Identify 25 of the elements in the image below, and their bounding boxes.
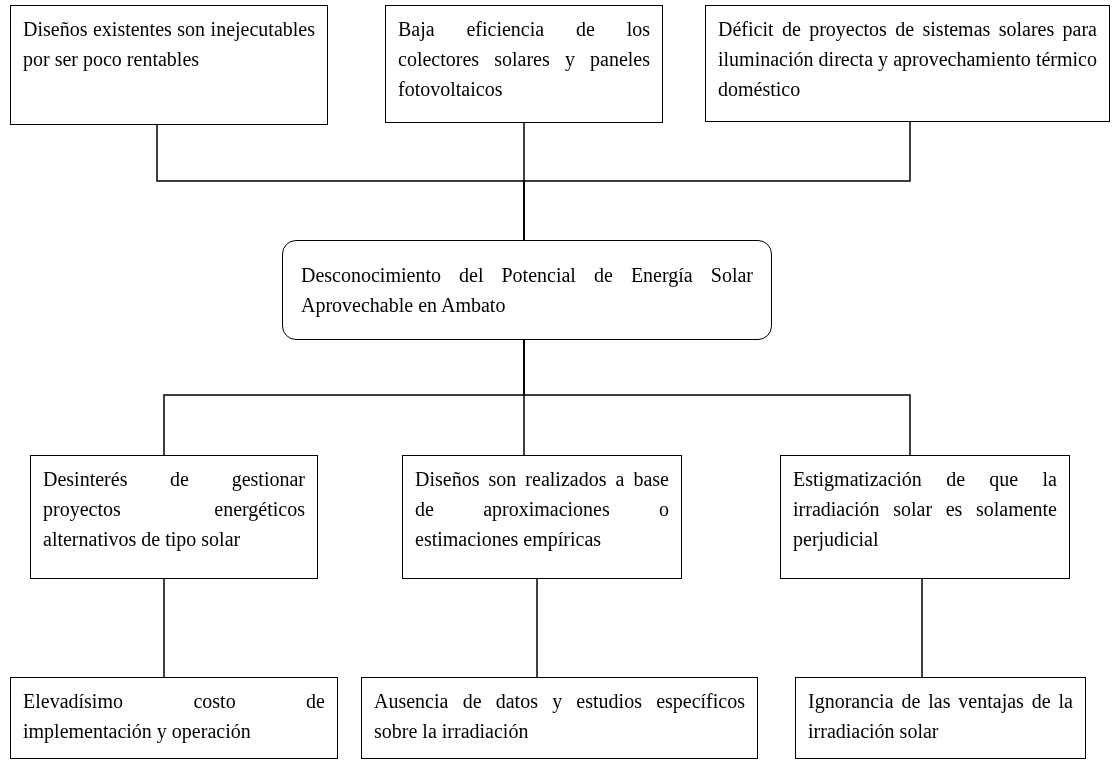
connector-line: [536, 578, 538, 678]
box-text: Estigmatización de que la irradiación solar es solamente perjudicial: [793, 467, 1057, 553]
problem-box: [402, 455, 682, 579]
box-text: Déficit de proyectos de sistemas solares para iluminación directa y aprovechamiento térmico doméstico: [718, 17, 1097, 102]
box-text: Diseños existentes son inejecutables por ser poco rentables: [23, 17, 315, 73]
central-problem-box: [282, 240, 772, 340]
connector-line: [163, 578, 165, 678]
problem-box: [780, 455, 1070, 579]
box-text: Ignorancia de las ventajas de la irradiación solar: [808, 689, 1073, 744]
problem-box: [705, 5, 1110, 122]
box-text: Diseños son realizados a base de aproximaciones o estimaciones empíricas: [415, 467, 669, 553]
connector-line: [523, 121, 911, 241]
box-text: Desconocimiento del Potencial de Energía Solar Aprovechable en Ambato: [301, 263, 753, 319]
problem-box: [30, 455, 318, 579]
problem-box: [10, 5, 328, 125]
box-text: Baja eficiencia de los colectores solares y paneles fotovoltaicos: [398, 17, 650, 102]
problem-box: [385, 5, 663, 123]
problem-box: [795, 677, 1086, 759]
box-text: Elevadísimo costo de implementación y operación: [23, 689, 325, 745]
box-text: Ausencia de datos y estudios específicos sobre la irradiación: [374, 689, 745, 744]
problem-box: [10, 677, 338, 759]
box-text: Desinterés de gestionar proyectos energéticos alternativos de tipo solar: [43, 467, 305, 553]
problem-box: [361, 677, 758, 759]
connector-line: [921, 578, 923, 678]
connector-line: [523, 339, 911, 456]
